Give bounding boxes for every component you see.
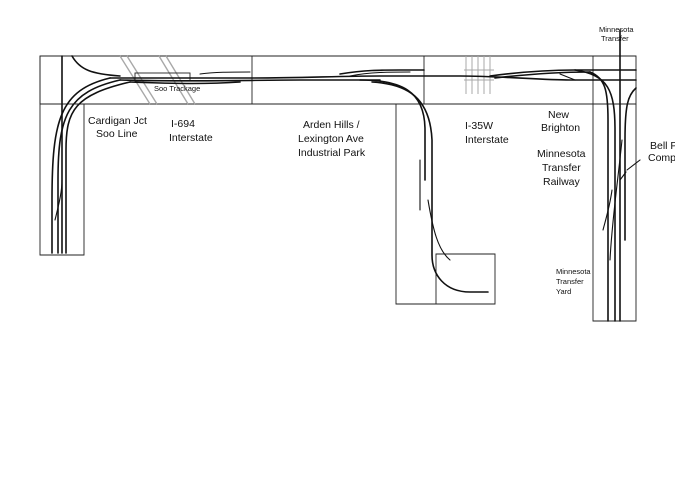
mainline-tracks [109, 69, 637, 85]
label-yard: Yard [556, 287, 571, 296]
label-bell: Bell P [650, 140, 675, 152]
label-cardigan-jct: Cardigan Jct [88, 115, 147, 127]
label-mtr-railway: Railway [543, 176, 581, 188]
label-soo-trackage: Soo Trackage [154, 84, 200, 93]
label-mtr-transfer: Transfer [542, 162, 581, 174]
label-yard-transfer: Transfer [556, 277, 584, 286]
label-minnesota-transfer-top: Minnesota [599, 25, 634, 34]
label-soo-line: Soo Line [96, 128, 138, 140]
label-i694-interstate: Interstate [169, 132, 213, 144]
label-mtr-minnesota: Minnesota [537, 148, 586, 160]
label-i35w: I-35W [465, 120, 493, 132]
label-new: New [548, 109, 569, 121]
label-minnesota-transfer-top-2: Transfer [601, 34, 629, 43]
cardigan-trackwork [51, 55, 131, 254]
label-brighton: Brighton [541, 122, 580, 134]
label-bell-company: Compa [648, 152, 675, 164]
minnesota-transfer-trackwork [574, 29, 637, 322]
label-i35w-interstate: Interstate [465, 134, 509, 146]
bell-pointer-line [626, 159, 641, 171]
label-arden-hills: Arden Hills / [303, 119, 360, 131]
benchwork-outline [39, 55, 637, 322]
label-yard-minnesota: Minnesota [556, 267, 591, 276]
arden-hills-branch [359, 79, 489, 293]
i35w-bridge [464, 56, 494, 94]
label-lexington-ave: Lexington Ave [298, 133, 364, 145]
label-industrial-park: Industrial Park [298, 147, 366, 159]
label-i694: I-694 [171, 118, 195, 130]
